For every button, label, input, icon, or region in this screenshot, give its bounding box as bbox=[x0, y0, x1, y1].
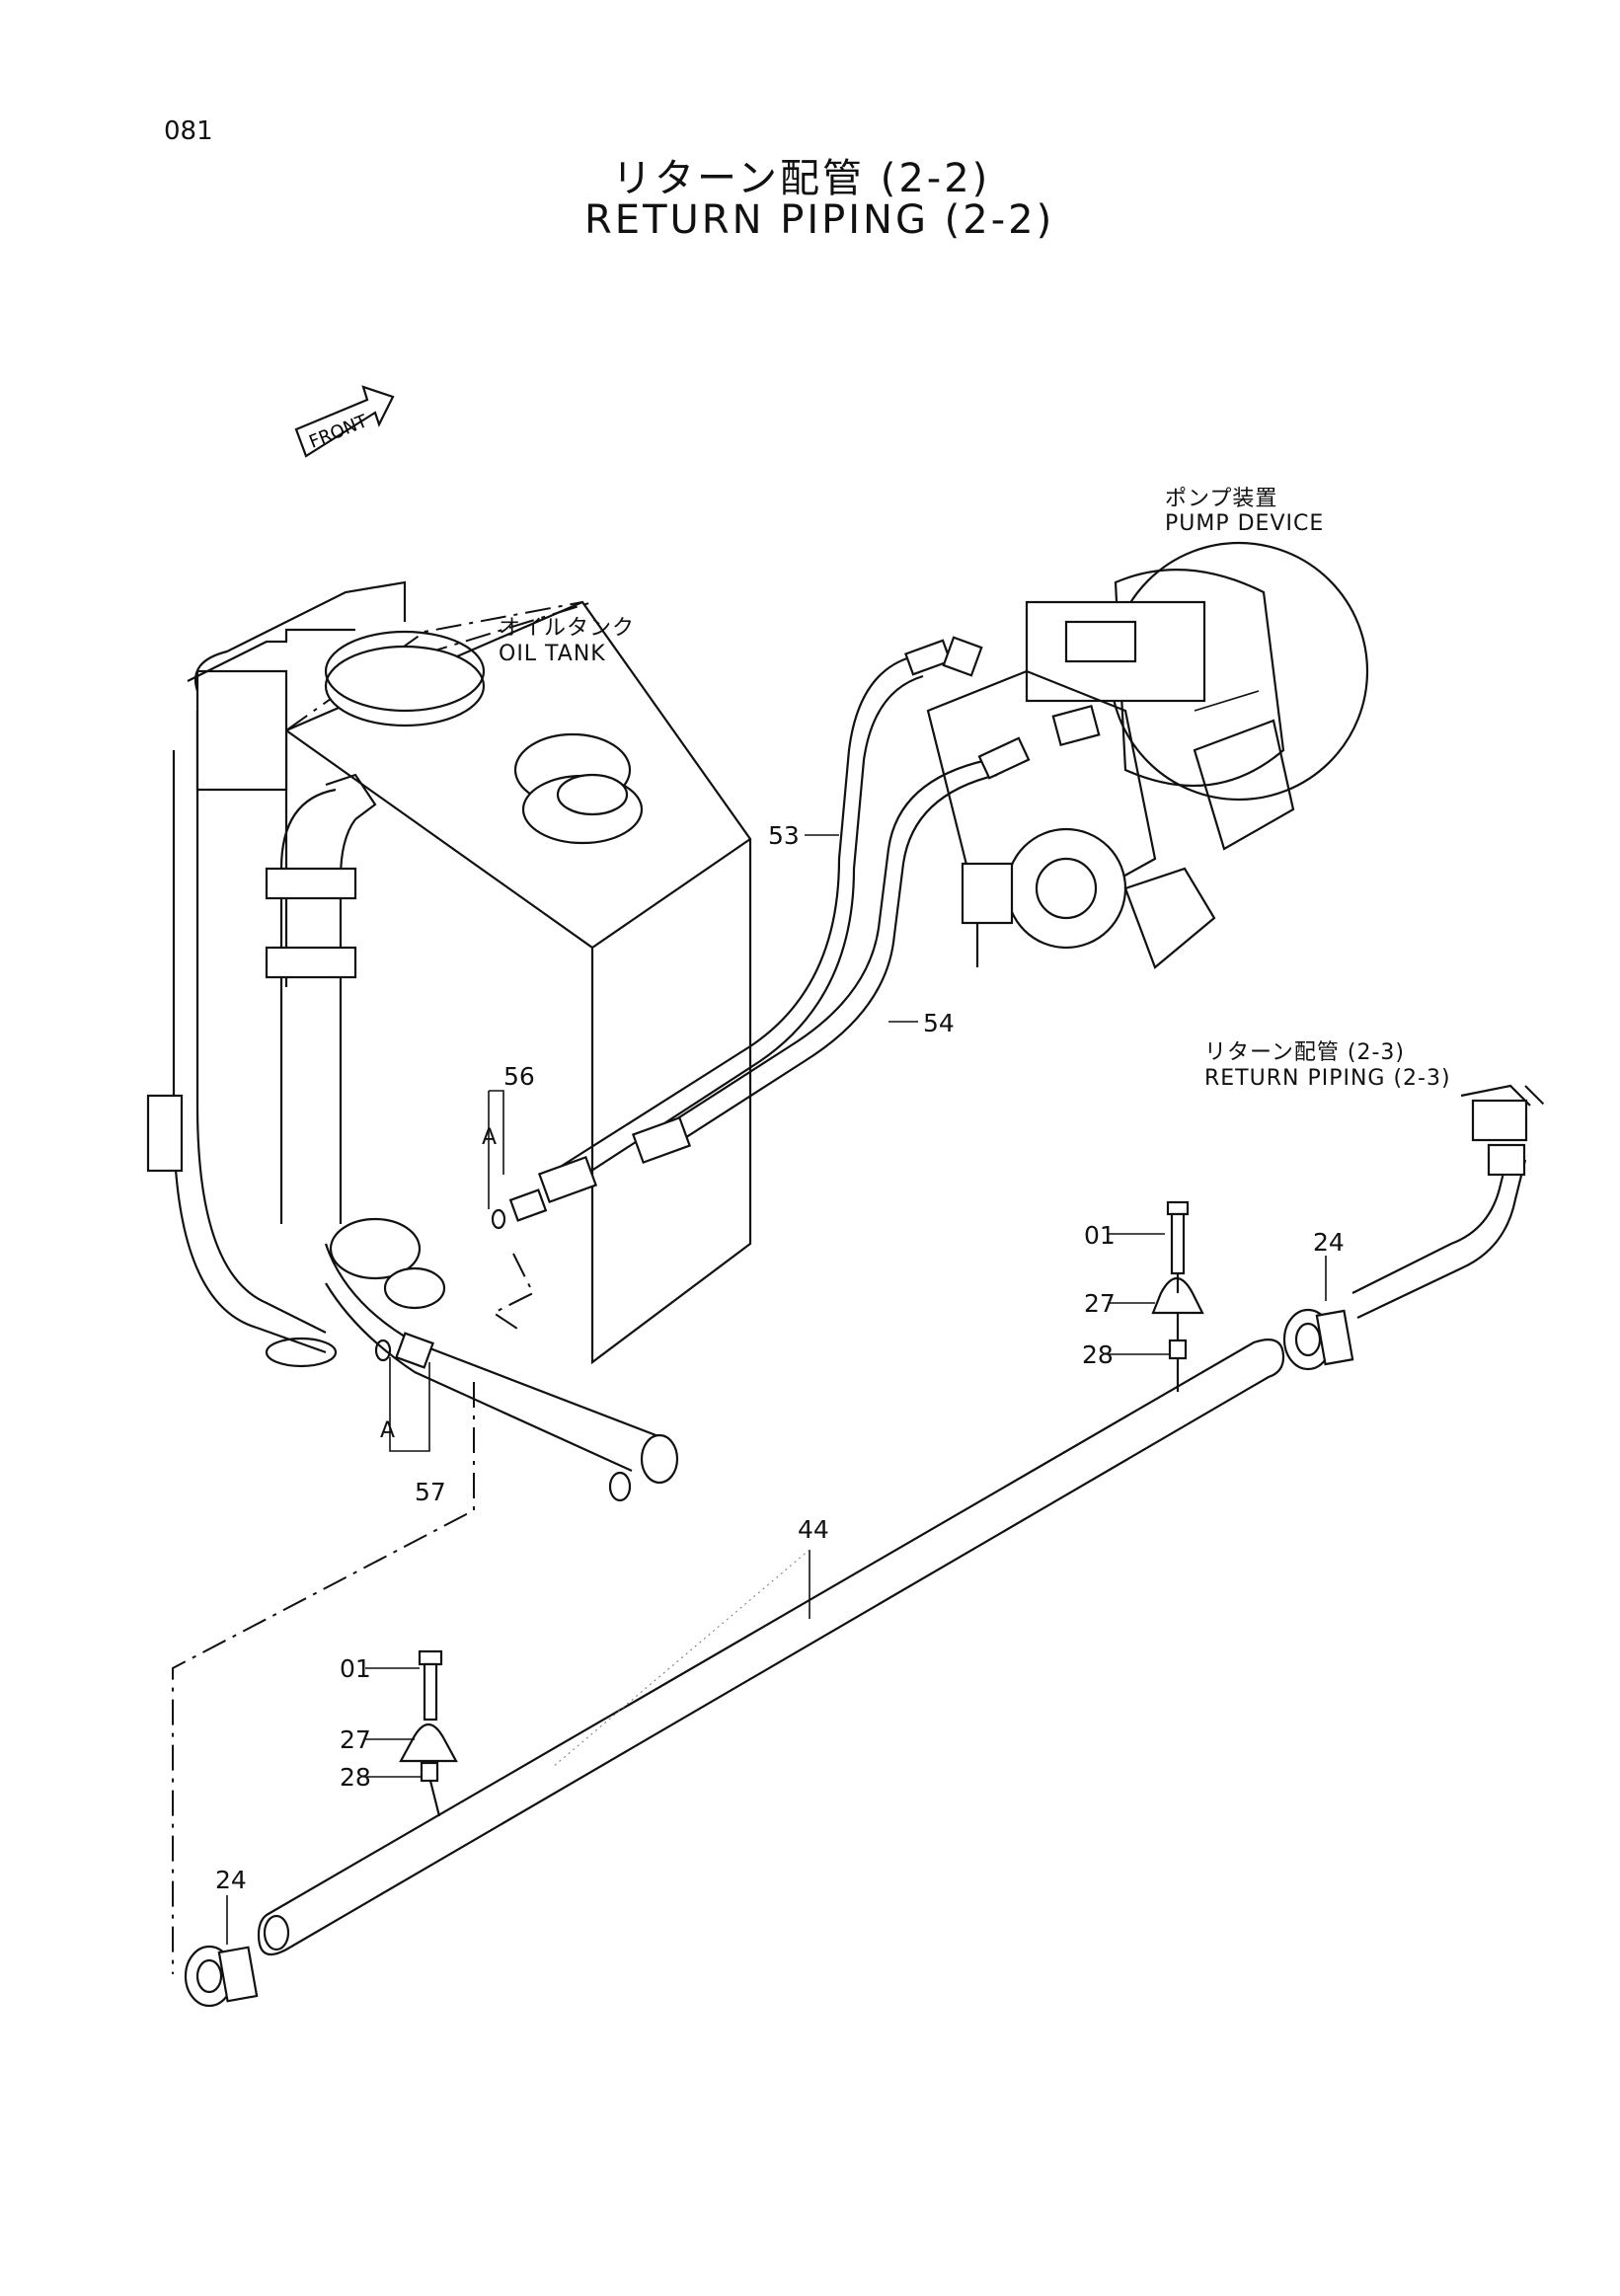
return-piping-2-3-label-en: RETURN PIPING (2-3) bbox=[1204, 1066, 1451, 1091]
front-arrow-icon: FRONT bbox=[294, 385, 395, 458]
pump-device-label-en: PUMP DEVICE bbox=[1165, 511, 1325, 536]
left-vertical-piping bbox=[146, 580, 407, 1354]
oil-tank-label-jp: オイルタンク bbox=[499, 616, 636, 641]
front-label: FRONT bbox=[306, 411, 371, 453]
callout-01-lower: 01 bbox=[340, 1654, 371, 1683]
clamp-24-upper bbox=[1282, 1308, 1354, 1371]
leader-lines bbox=[226, 834, 1327, 1945]
fitting-56 bbox=[491, 1115, 692, 1230]
phantom-connection-line bbox=[172, 1382, 475, 1974]
view-a-marker: A bbox=[482, 1125, 499, 1150]
clamp-24-lower bbox=[184, 1945, 259, 2008]
oil-tank-label-en: OIL TANK bbox=[499, 642, 606, 666]
bolt-clip-lower bbox=[399, 1649, 458, 1817]
pump-device bbox=[926, 541, 1369, 969]
bolt-clip-upper bbox=[1151, 1200, 1204, 1392]
tank-return-pipes bbox=[265, 1217, 679, 1502]
phantom-connection-line-2 bbox=[1524, 1085, 1546, 1107]
return-piping-2-3-label-jp: リターン配管 (2-3) bbox=[1204, 1040, 1405, 1065]
hose-53 bbox=[547, 636, 983, 1190]
callout-28-lower: 28 bbox=[340, 1763, 371, 1792]
fitting-57 bbox=[374, 1332, 434, 1369]
callout-57: 57 bbox=[415, 1478, 446, 1506]
callout-24-lower: 24 bbox=[215, 1866, 247, 1894]
title-english: RETURN PIPING (2-2) bbox=[584, 197, 1055, 243]
pipe-44 bbox=[257, 1339, 1285, 1956]
callout-44: 44 bbox=[798, 1515, 829, 1544]
pump-device-label-jp: ポンプ装置 bbox=[1165, 487, 1278, 511]
return-piping-2-3-pipe bbox=[1351, 1084, 1531, 1319]
callout-27-upper: 27 bbox=[1084, 1289, 1116, 1318]
page-number: 081 bbox=[164, 116, 213, 146]
callout-24-upper: 24 bbox=[1313, 1228, 1345, 1257]
callout-28-upper: 28 bbox=[1082, 1340, 1114, 1369]
title-japanese: リターン配管 (2-2) bbox=[612, 156, 991, 201]
view-a-marker-2: A bbox=[380, 1418, 397, 1443]
callout-01-upper: 01 bbox=[1084, 1221, 1116, 1250]
callout-53: 53 bbox=[768, 821, 800, 850]
callout-54: 54 bbox=[923, 1009, 955, 1037]
hose-54 bbox=[651, 736, 1031, 1151]
callout-27-lower: 27 bbox=[340, 1725, 371, 1754]
callout-56: 56 bbox=[503, 1062, 535, 1091]
